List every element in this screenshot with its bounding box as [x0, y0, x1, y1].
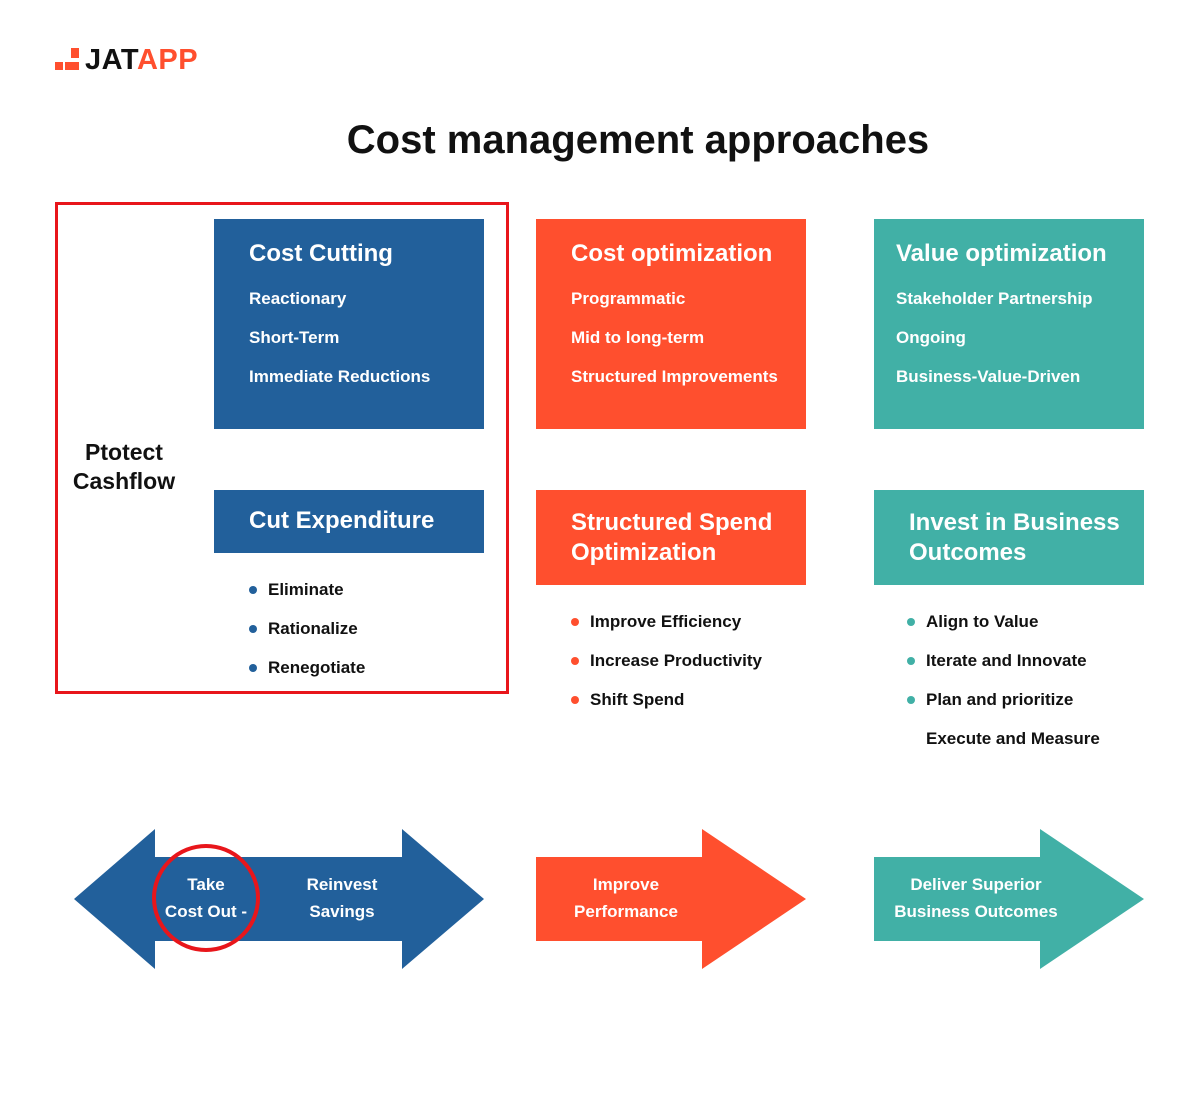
card-item: Stakeholder Partnership [896, 289, 1093, 308]
cut-expenditure-list: Eliminate Rationalize Renegotiate [249, 580, 365, 697]
list-item: Improve Efficiency [571, 612, 762, 651]
right-arrow-teal [874, 829, 1144, 969]
card-item: Structured Improvements [571, 367, 778, 386]
cost-optimization-card: Cost optimization Programmatic Mid to lo… [536, 219, 806, 429]
arrow-label-improve-performance: Improve Performance [574, 875, 678, 921]
card-item: Ongoing [896, 328, 966, 347]
list-item: Rationalize [249, 619, 365, 658]
logo-text: JATAPP [85, 44, 199, 76]
list-item: Renegotiate [249, 658, 365, 697]
card-title: Cut Expenditure [249, 507, 435, 534]
arrow-label-deliver-outcomes: Deliver Superior Business Outcomes [894, 875, 1058, 921]
card-title: Cost Cutting [249, 240, 393, 267]
bullet-dot-icon [907, 696, 915, 704]
card-title: Structured Spend Optimization [571, 509, 773, 566]
structured-spend-card: Structured Spend Optimization [536, 490, 806, 585]
logo-squares-icon [55, 48, 79, 74]
card-item: Business-Value-Driven [896, 367, 1081, 386]
bullet-dot-icon [907, 618, 915, 626]
page-title: Cost management approaches [346, 118, 930, 162]
list-item: Align to Value [907, 612, 1100, 651]
card-item: Immediate Reductions [249, 367, 431, 386]
bullet-dot-icon [249, 664, 257, 672]
card-title: Cost optimization [571, 240, 773, 267]
arrow-label-take-cost-out: Take Cost Out - [164, 875, 248, 921]
double-arrow [74, 829, 484, 969]
cut-expenditure-card: Cut Expenditure [214, 490, 484, 553]
list-item: Plan and prioritize [907, 690, 1100, 729]
invest-outcomes-list: Align to Value Iterate and Innovate Plan… [907, 612, 1100, 768]
list-item: Increase Productivity [571, 651, 762, 690]
invest-outcomes-card: Invest in Business Outcomes [874, 490, 1144, 585]
value-optimization-card: Value optimization Stakeholder Partnersh… [874, 219, 1144, 429]
card-item: Short-Term [249, 328, 340, 347]
right-arrow-orange [536, 829, 806, 969]
arrow-label-reinvest: Reinvest Savings [306, 875, 378, 921]
cost-cutting-card: Cost Cutting Reactionary Short-Term Imme… [214, 219, 484, 429]
bullet-dot-icon [249, 625, 257, 633]
card-title: Invest in Business Outcomes [909, 509, 1120, 566]
highlight-frame [55, 202, 509, 694]
bullet-dot-icon [571, 696, 579, 704]
card-item: Reactionary [249, 289, 347, 308]
bullet-dot-icon [571, 618, 579, 626]
list-item: Execute and Measure [926, 729, 1100, 748]
structured-spend-list: Improve Efficiency Increase Productivity… [571, 612, 762, 729]
side-label: Ptotect Cashflow [72, 439, 176, 494]
highlight-circle [152, 844, 260, 952]
list-item: Iterate and Innovate [907, 651, 1100, 690]
bullet-dot-icon [571, 657, 579, 665]
list-item: Shift Spend [571, 690, 762, 729]
bullet-dot-icon [907, 657, 915, 665]
list-item: Eliminate [249, 580, 365, 619]
card-item: Programmatic [571, 289, 686, 308]
card-item: Mid to long-term [571, 328, 705, 347]
card-title: Value optimization [896, 240, 1107, 267]
bullet-dot-icon [249, 586, 257, 594]
